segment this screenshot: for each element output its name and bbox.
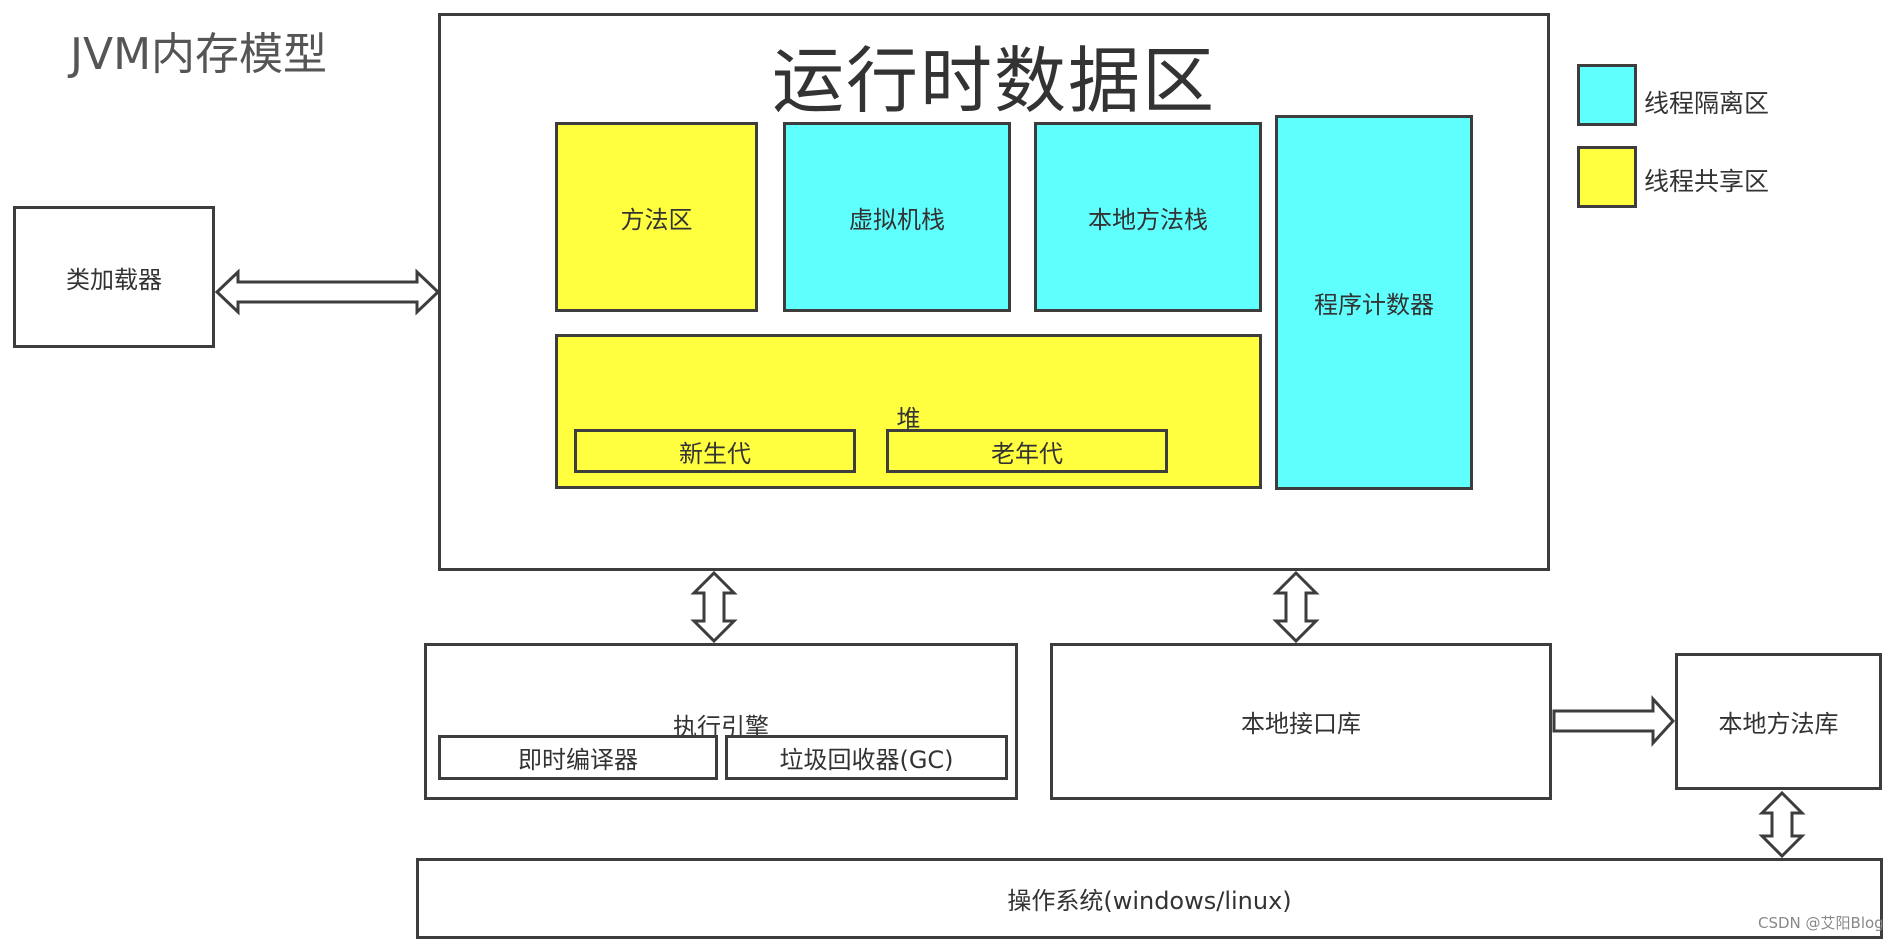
method-area: 方法区: [555, 122, 758, 312]
native-library-os-arrow: [1758, 790, 1806, 859]
vm-stack: 虚拟机栈: [783, 122, 1011, 312]
native-interface-library: 本地接口库: [1050, 643, 1552, 800]
watermark: CSDN @艾阳Blog: [1758, 914, 1884, 932]
young-generation: 新生代: [574, 429, 856, 473]
class-loader: 类加载器: [13, 206, 215, 348]
runtime-data-area-title: 运行时数据区: [771, 39, 1216, 123]
native-method-library: 本地方法库: [1675, 653, 1882, 790]
heap-label: 堆: [896, 405, 921, 433]
class-loader-runtime-arrow: [214, 268, 441, 316]
runtime-native-interface-arrow: [1272, 570, 1320, 644]
operating-system: 操作系统(windows/linux): [416, 858, 1883, 939]
diagram-title: JVM内存模型: [70, 29, 328, 80]
native-interface-library-arrow: [1552, 695, 1676, 747]
legend-shared-label: 线程共享区: [1644, 167, 1770, 196]
jit-compiler: 即时编译器: [438, 735, 718, 780]
native-method-stack: 本地方法栈: [1034, 122, 1262, 312]
old-generation: 老年代: [886, 429, 1168, 473]
runtime-execution-engine-arrow: [690, 570, 738, 644]
legend-isolated-swatch: [1577, 64, 1637, 126]
garbage-collector: 垃圾回收器(GC): [725, 735, 1008, 780]
program-counter: 程序计数器: [1275, 115, 1473, 490]
legend-isolated-label: 线程隔离区: [1644, 89, 1770, 118]
legend-shared-swatch: [1577, 146, 1637, 208]
